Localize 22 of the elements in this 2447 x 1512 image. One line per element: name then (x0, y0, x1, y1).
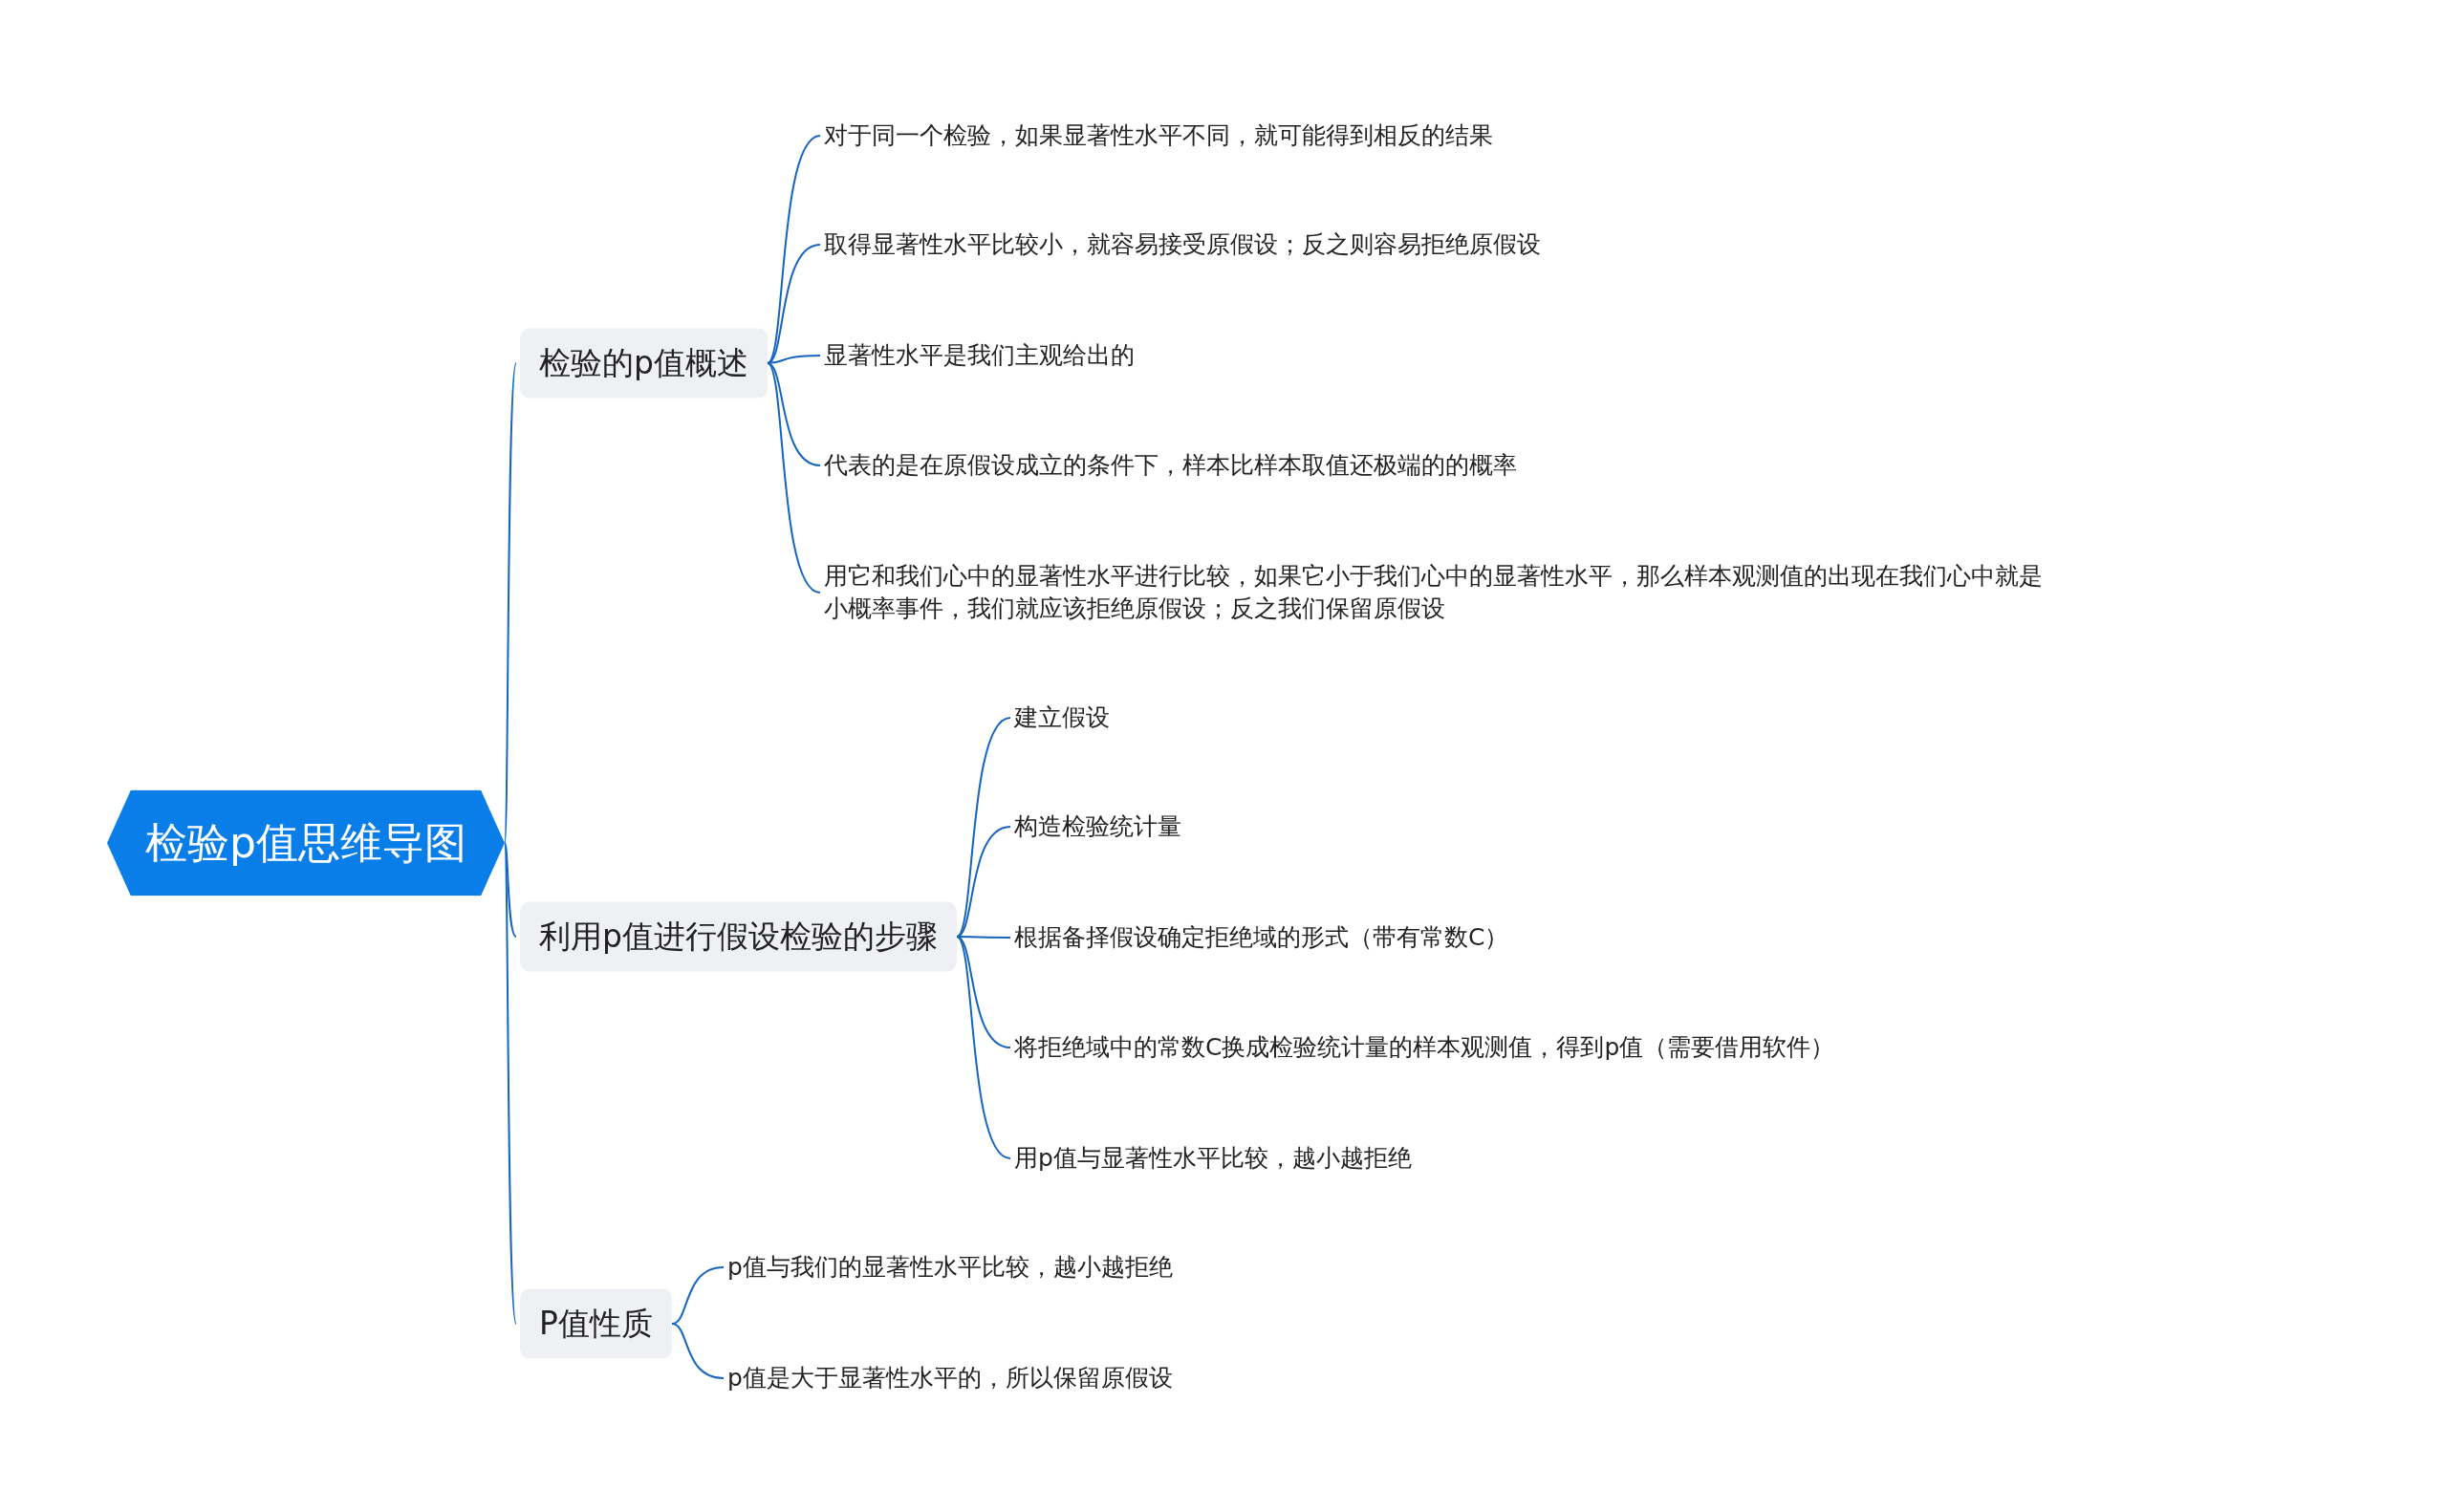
subtopic-text: 建立假设 (1014, 702, 1110, 734)
subtopic-text: 用p值与显著性水平比较，越小越拒绝 (1014, 1142, 1412, 1175)
subtopic-text: 构造检验统计量 (1014, 810, 1181, 843)
topic-box: 检验的p值概述 (520, 328, 768, 399)
subtopic-text: 对于同一个检验，如果显著性水平不同，就可能得到相反的结果 (824, 119, 1493, 152)
topic-box: P值性质 (520, 1288, 672, 1359)
subtopic-text: 显著性水平是我们主观给出的 (824, 339, 1135, 372)
connector-line (766, 244, 821, 364)
connector-line (955, 717, 1011, 938)
subtopic-text: p值是大于显著性水平的，所以保留原假设 (727, 1362, 1173, 1394)
connector-line (503, 842, 517, 938)
connector-line (766, 362, 821, 594)
connector-line (670, 1323, 725, 1379)
topic-box: 利用p值进行假设检验的步骤 (520, 901, 957, 972)
central-topic: 检验p值思维导图 (107, 789, 505, 896)
connector-line (955, 936, 1011, 1159)
subtopic-text: p值与我们的显著性水平比较，越小越拒绝 (727, 1251, 1173, 1284)
subtopic-text: 用它和我们心中的显著性水平进行比较，如果它小于我们心中的显著性水平，那么样本观测值的出现在我们心中就是小概率事件，我们就应该拒绝原假设；反之我们保留原假设 (824, 560, 2047, 625)
subtopic-text: 代表的是在原假设成立的条件下，样本比样本取值还极端的的概率 (824, 449, 1517, 482)
subtopic-text: 将拒绝域中的常数C换成检验统计量的样本观测值，得到p值（需要借用软件） (1014, 1031, 1835, 1064)
subtopic-text: 根据备择假设确定拒绝域的形式（带有常数C） (1014, 921, 1509, 954)
subtopic-text: 取得显著性水平比较小，就容易接受原假设；反之则容易拒绝原假设 (824, 228, 1541, 261)
